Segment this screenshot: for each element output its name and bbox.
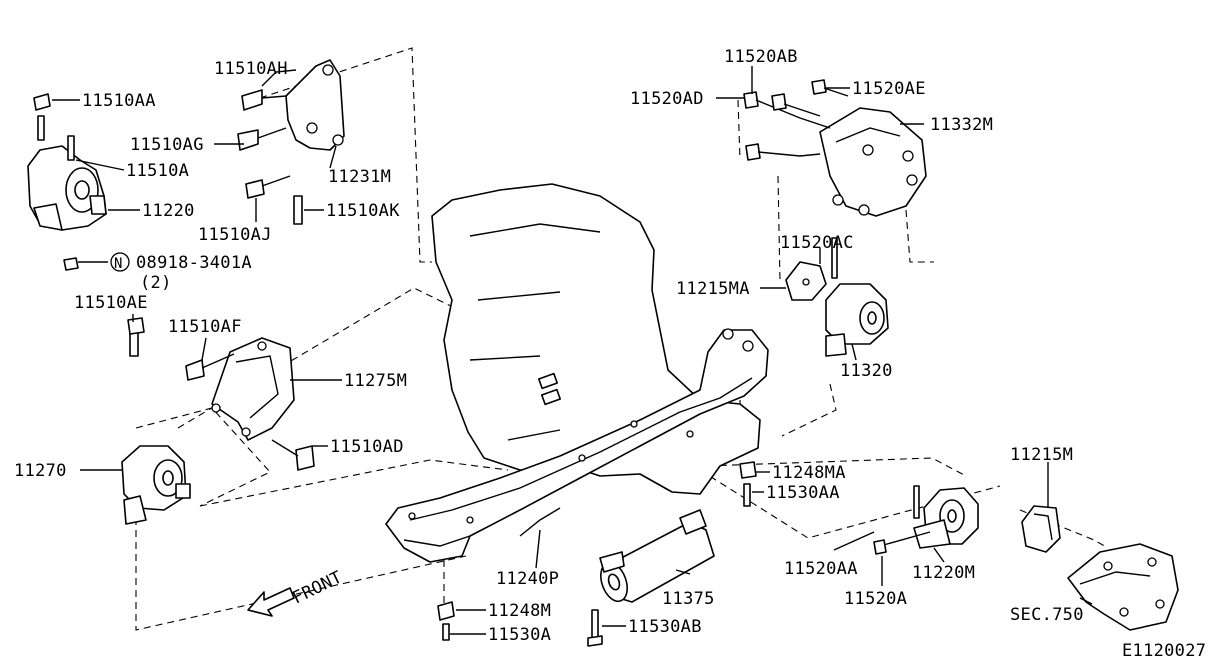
label-11520aa: 11520AA bbox=[784, 559, 858, 579]
dynamic-damper-11375 bbox=[599, 509, 715, 603]
label-11510ah: 11510AH bbox=[214, 59, 288, 79]
label-11510ak: 11510AK bbox=[326, 201, 400, 221]
label-11231m: 11231M bbox=[328, 167, 391, 187]
engine-mount-11220 bbox=[27, 93, 107, 271]
label-11215m: 11215M bbox=[1010, 445, 1073, 465]
label-11248ma: 11248MA bbox=[772, 463, 846, 483]
label-sec750: SEC.750 bbox=[1010, 605, 1084, 625]
engine-mount-11320 bbox=[739, 237, 889, 507]
label-11240p: 11240P bbox=[496, 569, 559, 589]
label-11248m: 11248M bbox=[488, 601, 551, 621]
label-11332m: 11332M bbox=[930, 115, 993, 135]
label-11375: 11375 bbox=[662, 589, 715, 609]
sec750-frame bbox=[1067, 543, 1179, 631]
label-11530aa: 11530AA bbox=[766, 483, 840, 503]
bracket-11215m bbox=[1021, 505, 1061, 553]
part-labels: 11510AA 11510A 11220 N 08918-3401A (2) 1… bbox=[14, 47, 1206, 661]
leader-lines bbox=[52, 66, 1093, 635]
label-drawing-code: E1120027 bbox=[1122, 641, 1206, 661]
engine-mount-11220m bbox=[873, 485, 979, 555]
engine-mount-11270 bbox=[121, 445, 191, 525]
label-11270: 11270 bbox=[14, 461, 67, 481]
label-11510ae: 11510AE bbox=[74, 293, 148, 313]
label-11220: 11220 bbox=[142, 201, 195, 221]
label-11510a: 11510A bbox=[126, 161, 189, 181]
center-member-11240p bbox=[385, 328, 769, 563]
label-11510af: 11510AF bbox=[168, 317, 242, 337]
label-11510ad: 11510AD bbox=[330, 437, 404, 457]
label-11530ab: 11530AB bbox=[628, 617, 702, 637]
bracket-11332m bbox=[743, 79, 927, 217]
label-11215ma: 11215MA bbox=[676, 279, 750, 299]
label-11520ae: 11520AE bbox=[852, 79, 926, 99]
label-11520ac: 11520AC bbox=[780, 233, 854, 253]
label-11530a: 11530A bbox=[488, 625, 551, 645]
label-11520ad: 11520AD bbox=[630, 89, 704, 109]
lower-fasteners bbox=[437, 601, 603, 647]
label-11510ag: 11510AG bbox=[130, 135, 204, 155]
label-08918-qty: (2) bbox=[140, 273, 172, 293]
bracket-11275m bbox=[127, 317, 315, 471]
label-11275m: 11275M bbox=[344, 371, 407, 391]
label-08918-3401a: 08918-3401A bbox=[136, 253, 252, 273]
label-11510aj: 11510AJ bbox=[198, 225, 272, 245]
label-11220m: 11220M bbox=[912, 563, 975, 583]
front-arrow-icon: FRONT bbox=[247, 567, 346, 617]
bracket-11231m bbox=[237, 59, 345, 225]
n-marker-icon bbox=[110, 252, 130, 272]
label-11520a: 11520A bbox=[844, 589, 907, 609]
label-11320: 11320 bbox=[840, 361, 893, 381]
label-11510aa: 11510AA bbox=[82, 91, 156, 111]
label-front: FRONT bbox=[289, 567, 345, 608]
label-11520ab: 11520AB bbox=[724, 47, 798, 67]
label-n-marker: N bbox=[114, 256, 122, 272]
